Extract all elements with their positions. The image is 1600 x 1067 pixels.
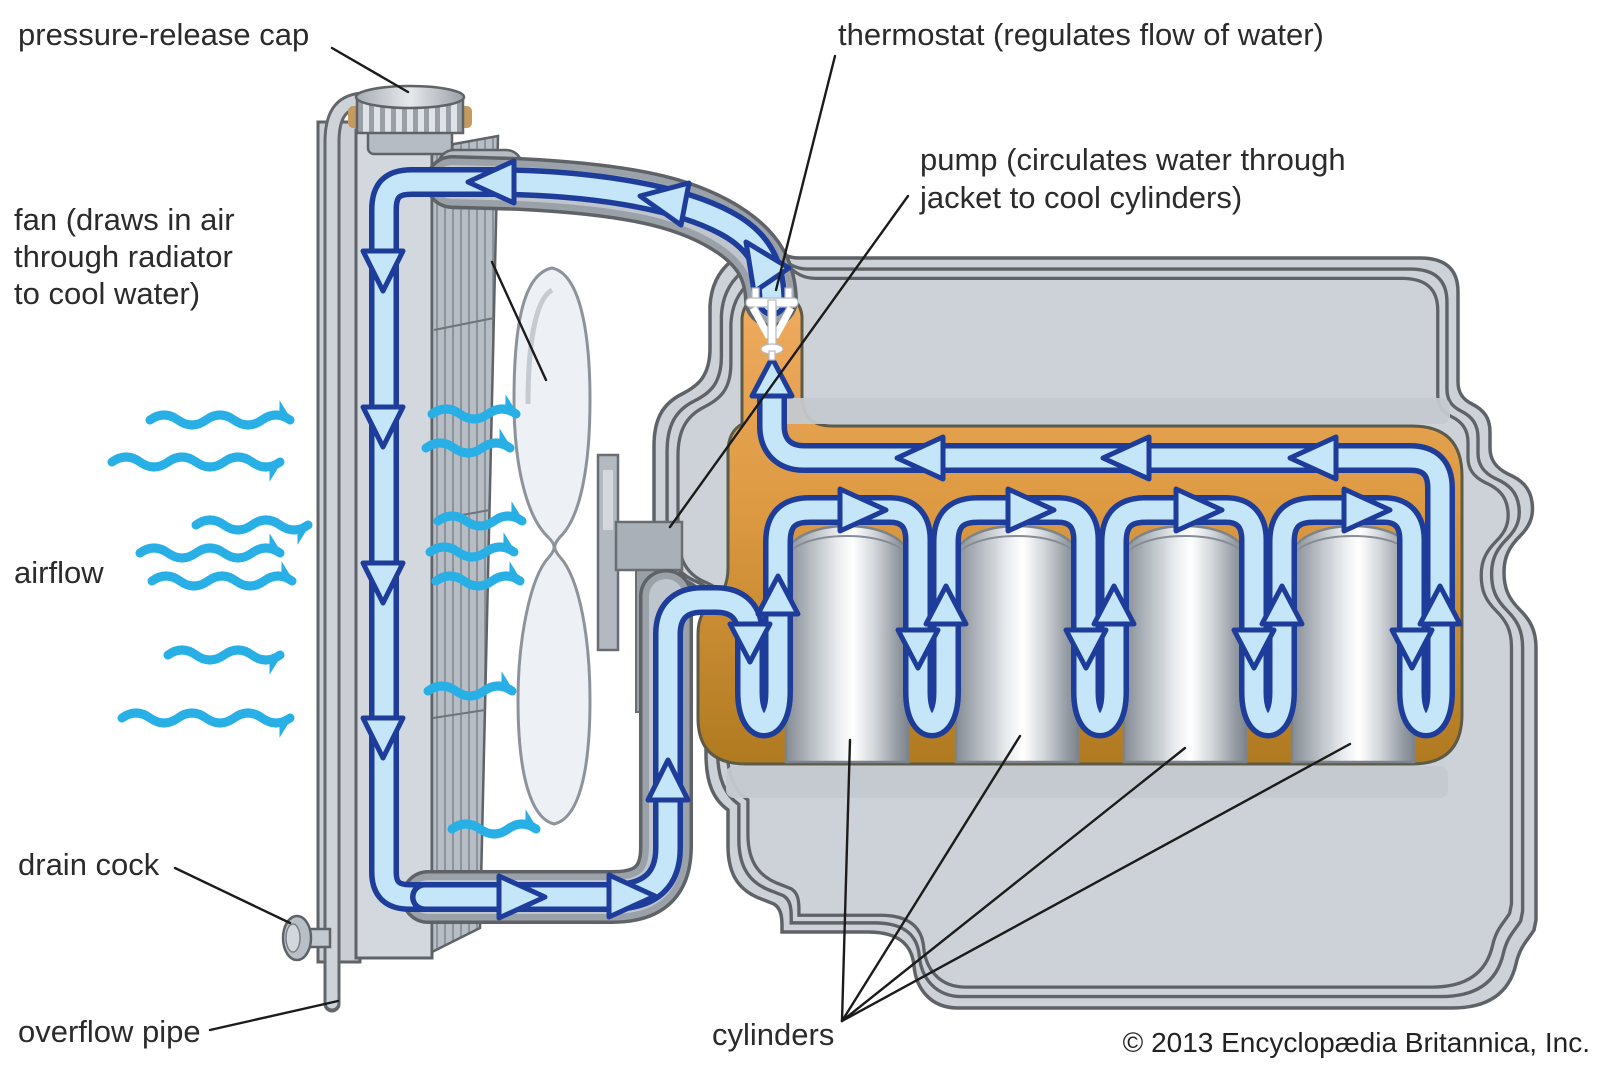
up-arrow (755, 573, 801, 617)
down-arrow (360, 404, 406, 450)
left-arrow (465, 158, 517, 206)
pressure-release-cap (348, 84, 472, 156)
cap-top (354, 84, 466, 110)
airflow-arrow (423, 671, 517, 701)
airflow-arrow (433, 501, 527, 531)
cylinders-group (784, 524, 1416, 764)
leader-pressure-release-cap (330, 46, 410, 94)
airflow-arrow (145, 400, 295, 430)
label-pressure-release-cap: pressure-release cap (18, 17, 309, 52)
up-arrow (749, 355, 795, 399)
leader-cylinder-3 (840, 746, 1187, 1023)
leader-cylinder-2 (840, 734, 1022, 1023)
left-arrow (1100, 434, 1152, 482)
overflow-pipe (326, 94, 368, 1009)
down-arrow (360, 715, 406, 761)
down-arrow (360, 248, 406, 294)
label-pump-line2: jacket to cool cylinders) (919, 180, 1242, 215)
fan-blade (512, 266, 592, 826)
label-fan-line2: through radiator (14, 239, 233, 274)
fan-plate-highlight (603, 470, 613, 530)
airflow-arrows (107, 394, 541, 839)
airflow-arrow (107, 452, 285, 482)
leader-pump (668, 194, 910, 529)
left-arrow (637, 180, 692, 228)
fan-shaft (614, 520, 684, 572)
label-drain-cock: drain cock (18, 847, 160, 882)
head-gasket-band (764, 398, 1450, 424)
labels: pressure-release cap thermostat (regulat… (14, 17, 1590, 1058)
left-arrow (894, 434, 946, 482)
up-arrow (1417, 583, 1463, 627)
down-arrow (1389, 627, 1435, 671)
right-arrow (837, 486, 889, 534)
down-arrow (1063, 627, 1109, 671)
label-fan-line3: to cool water) (14, 276, 200, 311)
crankcase-band (726, 766, 1448, 798)
up-arrow (1259, 583, 1305, 627)
left-arrow (1287, 434, 1339, 482)
cylinder-3 (1122, 524, 1248, 764)
airflow-arrow (421, 428, 515, 458)
down-arrow (360, 560, 406, 606)
leader-overflow-pipe (208, 999, 340, 1032)
thermostat-icon (745, 287, 799, 361)
label-cylinders: cylinders (712, 1017, 834, 1052)
label-fan-line1: fan (draws in air (14, 202, 235, 237)
airflow-arrow (135, 533, 285, 563)
airflow-arrow (427, 394, 521, 424)
label-pump-line1: pump (circulates water through (920, 142, 1346, 177)
right-arrow (1005, 486, 1057, 534)
cylinder-4 (1290, 524, 1416, 764)
coolant-flow-arrows (360, 158, 1463, 921)
down-arrow (727, 621, 773, 665)
down-arrow (895, 627, 941, 671)
leader-thermostat (774, 54, 837, 292)
cylinder-2 (954, 524, 1080, 764)
leader-drain-cock (173, 866, 292, 925)
up-arrow (645, 757, 691, 803)
leader-lines (173, 46, 1352, 1032)
airflow-arrow (425, 532, 519, 562)
airflow-arrow (191, 515, 313, 545)
right-arrow (606, 872, 658, 920)
airflow-arrow (447, 809, 541, 839)
jacket-supply-channel (415, 388, 1450, 907)
up-left-arrow (743, 239, 792, 295)
cylinder-1 (784, 524, 910, 764)
right-arrow (1341, 486, 1393, 534)
down-arrow (1231, 627, 1277, 671)
up-arrow (1091, 583, 1137, 627)
airflow-arrow (431, 561, 525, 591)
airflow-arrow (117, 708, 295, 738)
airflow-arrow (163, 645, 285, 675)
fan (512, 266, 684, 826)
radiator-return-channel (374, 172, 782, 907)
right-arrow (496, 873, 548, 921)
right-arrow (1173, 486, 1225, 534)
airflow-arrow (147, 561, 297, 591)
copyright-notice: © 2013 Encyclopædia Britannica, Inc. (1123, 1027, 1590, 1058)
label-thermostat: thermostat (regulates flow of water) (838, 17, 1324, 52)
up-arrow (923, 583, 969, 627)
leader-cylinder-1 (840, 738, 852, 1023)
fan-blade-shading (525, 287, 554, 405)
label-airflow: airflow (14, 555, 104, 590)
coolant-circuit (360, 158, 1463, 921)
leader-fan (490, 260, 548, 382)
label-overflow-pipe: overflow pipe (18, 1014, 201, 1049)
drain-cock (281, 914, 332, 962)
leader-cylinder-4 (840, 742, 1352, 1023)
